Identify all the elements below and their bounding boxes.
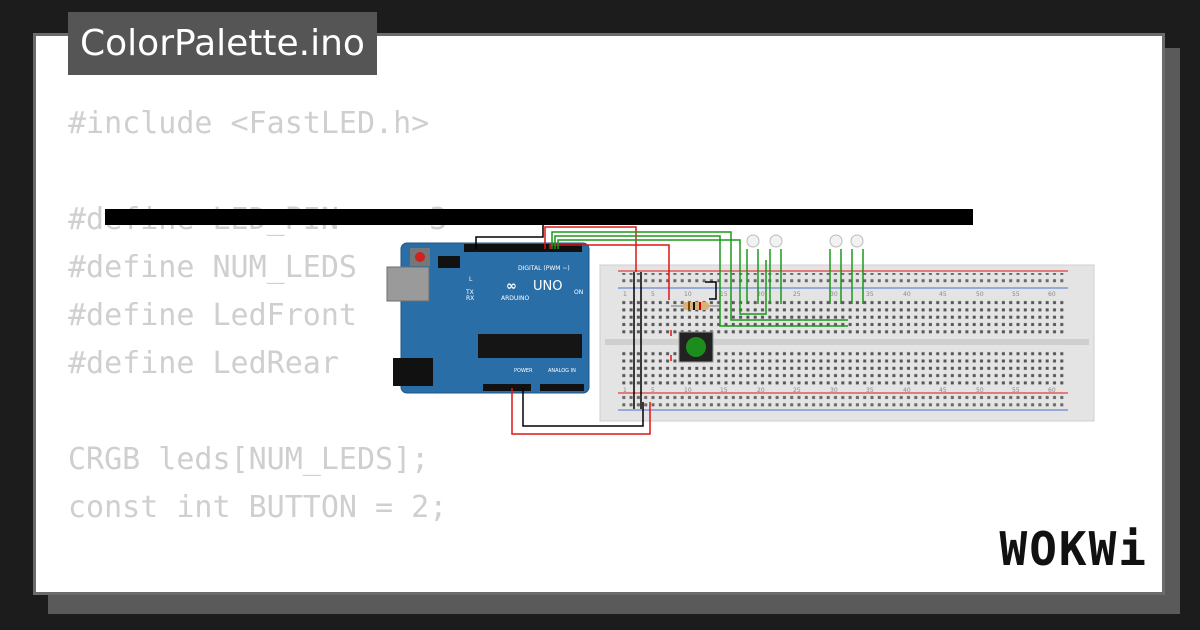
svg-text:30: 30	[830, 387, 838, 394]
wires	[475, 225, 864, 435]
digital-header	[464, 244, 582, 252]
code-line: #include <FastLED.h>	[68, 106, 430, 141]
column-number: 30	[830, 291, 838, 298]
svg-text:20: 20	[757, 387, 765, 394]
wokwi-logo: WOKWi	[999, 522, 1148, 576]
svg-text:60: 60	[1048, 387, 1056, 394]
power-label: POWER	[514, 368, 533, 374]
column-number: 60	[1048, 291, 1056, 298]
redaction-bar	[105, 209, 973, 225]
l-label: L	[469, 276, 473, 283]
svg-text:15: 15	[720, 387, 728, 394]
svg-text:40: 40	[903, 387, 911, 394]
usb-port	[386, 266, 430, 302]
svg-text:10: 10	[684, 387, 692, 394]
rx-label: RX	[466, 295, 474, 302]
column-number: 5	[651, 291, 655, 298]
code-line: #define LedFront	[68, 298, 357, 333]
column-number: 45	[939, 291, 947, 298]
resistor	[671, 302, 720, 310]
uno-logo-symbol: ∞	[506, 279, 517, 294]
code-line: CRGB leds[NUM_LEDS];	[68, 442, 430, 477]
column-number: 15	[720, 291, 728, 298]
arduino-uno-board: DIGITAL (PWM ~) ∞ UNO ARDUINO TX RX ON L…	[386, 242, 590, 394]
svg-text:1: 1	[623, 387, 627, 394]
svg-text:25: 25	[793, 387, 801, 394]
svg-text:35: 35	[866, 387, 874, 394]
column-number: 55	[1012, 291, 1020, 298]
code-line: const int BUTTON = 2;	[68, 490, 448, 525]
column-number: 40	[903, 291, 911, 298]
arduino-label: ARDUINO	[501, 295, 530, 302]
column-number: 1	[623, 291, 627, 298]
digital-label: DIGITAL (PWM ~)	[518, 265, 570, 272]
column-number: 50	[976, 291, 984, 298]
column-number: 20	[757, 291, 765, 298]
svg-text:55: 55	[1012, 387, 1020, 394]
power-jack	[393, 358, 433, 386]
tx-label: TX	[465, 289, 474, 296]
uno-label: UNO	[533, 279, 562, 294]
svg-text:45: 45	[939, 387, 947, 394]
on-label: ON	[574, 289, 583, 296]
push-button	[678, 331, 714, 363]
leds	[746, 234, 864, 248]
code-line: #define NUM_LEDS	[68, 250, 357, 285]
project-filename: ColorPalette.ino	[68, 12, 377, 75]
svg-text:50: 50	[976, 387, 984, 394]
analog-header	[540, 384, 584, 391]
svg-text:5: 5	[651, 387, 655, 394]
power-header	[483, 384, 531, 391]
column-number: 25	[793, 291, 801, 298]
analog-label: ANALOG IN	[548, 368, 576, 374]
code-line: #define LedRear	[68, 346, 339, 381]
column-number: 10	[684, 291, 692, 298]
column-number: 35	[866, 291, 874, 298]
microcontroller-chip	[478, 334, 582, 358]
